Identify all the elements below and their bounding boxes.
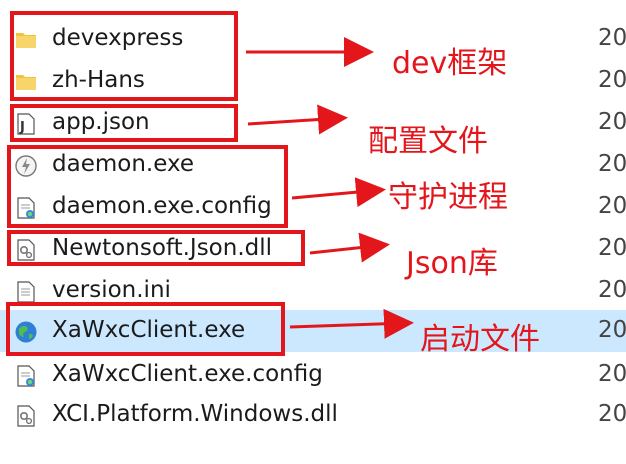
file-name: XaWxcClient.exe — [52, 317, 246, 343]
file-name: daemon.exe — [52, 151, 195, 177]
file-date: 20 — [598, 401, 626, 427]
file-name: app.json — [52, 109, 150, 135]
file-date: 20 — [598, 193, 626, 219]
file-date: 20 — [598, 361, 626, 387]
config-file-icon — [14, 196, 38, 220]
file-name: zh-Hans — [52, 67, 145, 93]
config-file-icon — [14, 364, 38, 388]
highlight-box-config — [10, 104, 238, 142]
file-name: devexpress — [52, 25, 184, 51]
file-row-version-ini[interactable]: version.ini 20 — [0, 270, 626, 312]
annotation-label-startup: 启动文件 — [420, 322, 540, 357]
file-row-app-json[interactable]: J app.json 20 — [0, 102, 626, 144]
file-row-zh-hans[interactable]: zh-Hans 20 — [0, 60, 626, 102]
file-name: daemon.exe.config — [52, 193, 272, 219]
file-name: XaWxcClient.exe.config — [52, 361, 323, 387]
annotation-label-dev: dev框架 — [392, 46, 508, 81]
file-row-xawxcclient-exe-config[interactable]: XaWxcClient.exe.config 20 — [0, 354, 626, 396]
file-row-xci-platform-windows-dll[interactable]: XCI.Platform.Windows.dll 20 — [0, 394, 626, 436]
dll-file-icon — [14, 404, 38, 428]
highlight-box-json — [7, 230, 305, 266]
highlight-box-daemon — [7, 145, 288, 228]
dll-file-icon — [14, 238, 38, 262]
file-row-daemon-exe-config[interactable]: daemon.exe.config 20 — [0, 186, 626, 228]
file-date: 20 — [598, 235, 626, 261]
file-date: 20 — [598, 109, 626, 135]
ini-file-icon — [14, 280, 38, 304]
highlight-box-dev — [10, 11, 238, 101]
file-date: 20 — [598, 25, 626, 51]
json-file-icon: J — [14, 112, 38, 136]
file-date: 20 — [598, 277, 626, 303]
globe-exe-icon — [14, 320, 38, 344]
exe-file-icon — [14, 154, 38, 178]
folder-icon — [14, 70, 38, 94]
file-name: Newtonsoft.Json.dll — [52, 235, 273, 261]
annotation-label-config: 配置文件 — [368, 124, 488, 159]
file-name: XCI.Platform.Windows.dll — [52, 401, 338, 427]
highlight-box-startup — [6, 302, 285, 356]
file-name: version.ini — [52, 277, 171, 303]
file-row-daemon-exe[interactable]: daemon.exe 20 — [0, 144, 626, 186]
file-date: 20 — [598, 67, 626, 93]
file-date: 20 — [598, 151, 626, 177]
svg-text:J: J — [19, 120, 25, 135]
annotation-label-json: Json库 — [406, 246, 498, 281]
file-date: 20 — [598, 317, 626, 343]
file-row-xawxcclient-exe[interactable]: XaWxcClient.exe 20 — [0, 310, 626, 352]
file-row-devexpress[interactable]: devexpress 20 — [0, 18, 626, 60]
folder-icon — [14, 28, 38, 52]
file-row-newtonsoft-json-dll[interactable]: Newtonsoft.Json.dll 20 — [0, 228, 626, 270]
annotation-label-daemon: 守护进程 — [388, 180, 508, 215]
